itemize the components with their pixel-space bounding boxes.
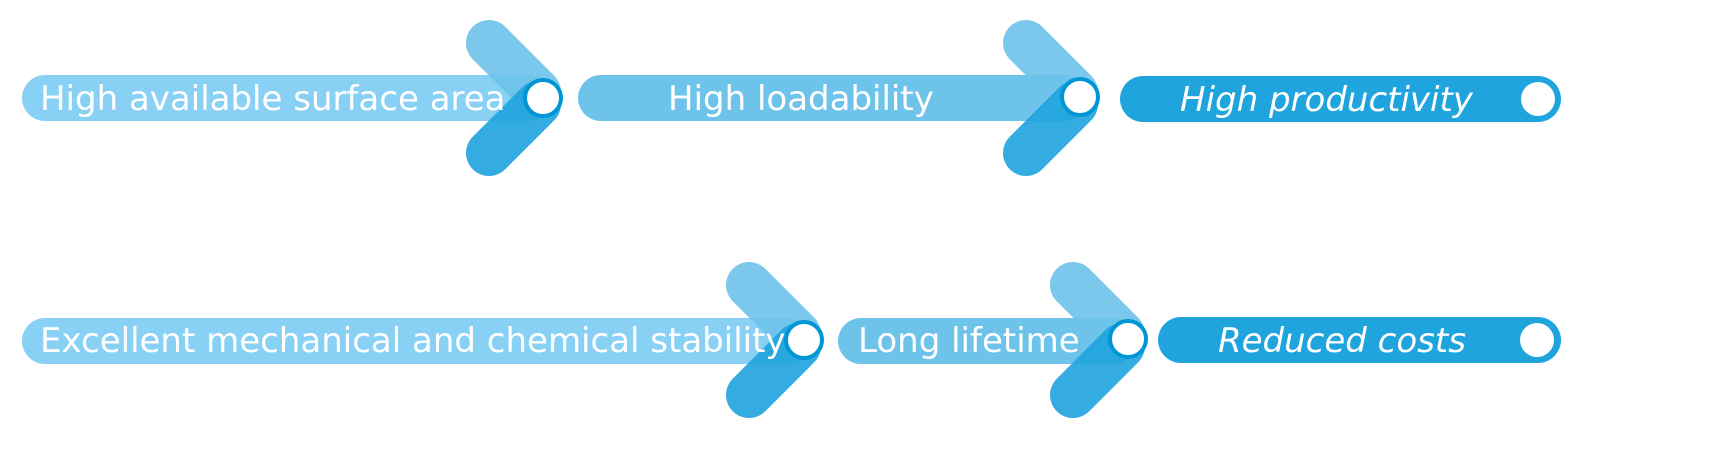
step-high-loadability: High loadability (578, 20, 1100, 176)
step-high-available-surface-area: High available surface area (22, 20, 563, 176)
arrow-lower-arm (1050, 323, 1145, 418)
step-reduced-costs: Reduced costs (1158, 317, 1561, 363)
node-circle (1108, 319, 1148, 359)
step-bar (1120, 76, 1561, 122)
node-circle (523, 78, 563, 118)
arrow-lower-arm (726, 323, 821, 418)
step-bar (838, 318, 1136, 364)
node-circle (1520, 323, 1554, 357)
step-bar (1158, 317, 1561, 363)
step-label: Long lifetime (858, 321, 1080, 361)
arrow-lower-arm (1003, 81, 1098, 176)
step-bar (578, 75, 1088, 121)
step-label: Reduced costs (1218, 321, 1466, 361)
row-2: Excellent mechanical and chemical stabil… (22, 262, 1561, 418)
step-label: High loadability (668, 79, 934, 119)
node-circle (1060, 77, 1100, 117)
step-high-productivity: High productivity (1120, 76, 1561, 122)
row-1: High available surface area High loadabi… (22, 20, 1561, 176)
step-excellent-stability: Excellent mechanical and chemical stabil… (22, 262, 824, 418)
node-circle (784, 320, 824, 360)
step-label: High productivity (1180, 80, 1474, 120)
step-long-lifetime: Long lifetime (838, 262, 1148, 418)
node-circle (1521, 82, 1555, 116)
step-label: Excellent mechanical and chemical stabil… (40, 321, 786, 361)
step-bar (22, 318, 812, 364)
step-label: High available surface area (40, 79, 506, 119)
step-bar (22, 75, 552, 121)
